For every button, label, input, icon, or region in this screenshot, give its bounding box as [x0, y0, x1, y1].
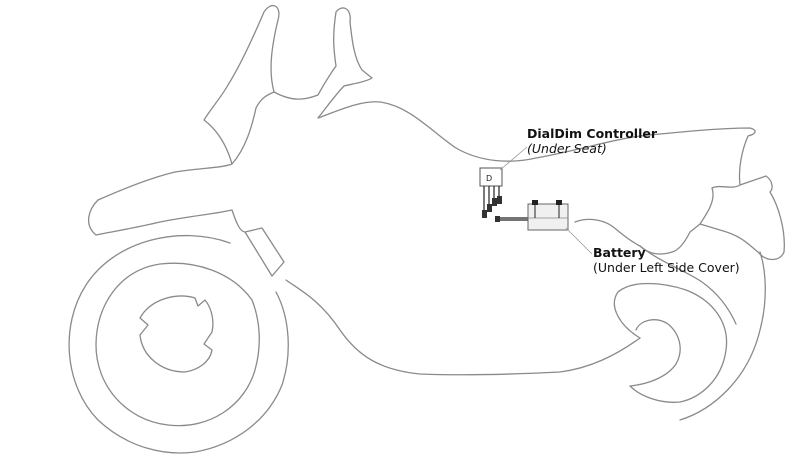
battery-location: (Under Left Side Cover) [593, 260, 740, 275]
battery-leader-line [565, 227, 593, 255]
svg-text:D: D [486, 174, 492, 183]
upper-body-outline [97, 4, 785, 261]
battery-title: Battery [593, 245, 646, 260]
battery-wire [500, 217, 532, 221]
front-hub-outline [139, 295, 214, 373]
controller-location: (Under Seat) [527, 141, 607, 156]
controller-leader-line [499, 146, 528, 171]
lower-chassis-outline [88, 199, 641, 376]
controller-unit: D [479, 167, 503, 222]
controller-label: DialDim Controller (Under Seat) [527, 126, 657, 156]
battery-label: Battery (Under Left Side Cover) [593, 245, 740, 275]
windscreen-outline [231, 91, 275, 165]
battery-unit [527, 200, 569, 231]
rear-wheel-outline [613, 251, 766, 421]
front-tire-outline [68, 234, 289, 454]
controller-title: DialDim Controller [527, 126, 658, 141]
front-fork-outline [244, 227, 285, 277]
rear-swingarm-outline [639, 245, 737, 325]
front-rim-outline [95, 262, 260, 427]
side-panel-outline [574, 184, 741, 247]
